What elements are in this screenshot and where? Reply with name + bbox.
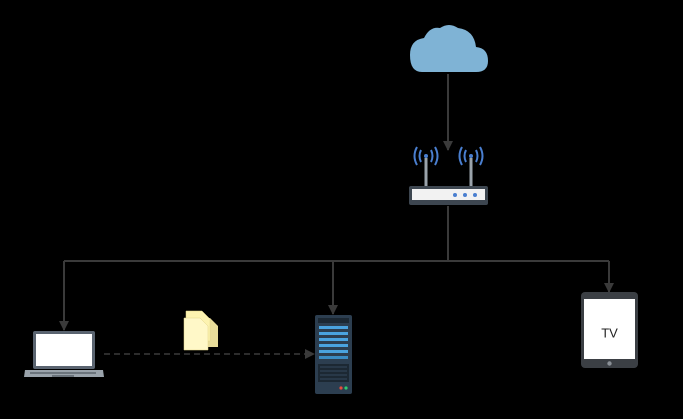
server-icon <box>315 315 352 394</box>
tablet-label: TV <box>601 325 618 340</box>
wifi-router-icon <box>409 146 488 205</box>
laptop-icon <box>24 331 104 377</box>
tablet-icon: TV <box>581 292 638 368</box>
cloud-icon <box>410 25 488 72</box>
documents-icon <box>183 310 218 351</box>
